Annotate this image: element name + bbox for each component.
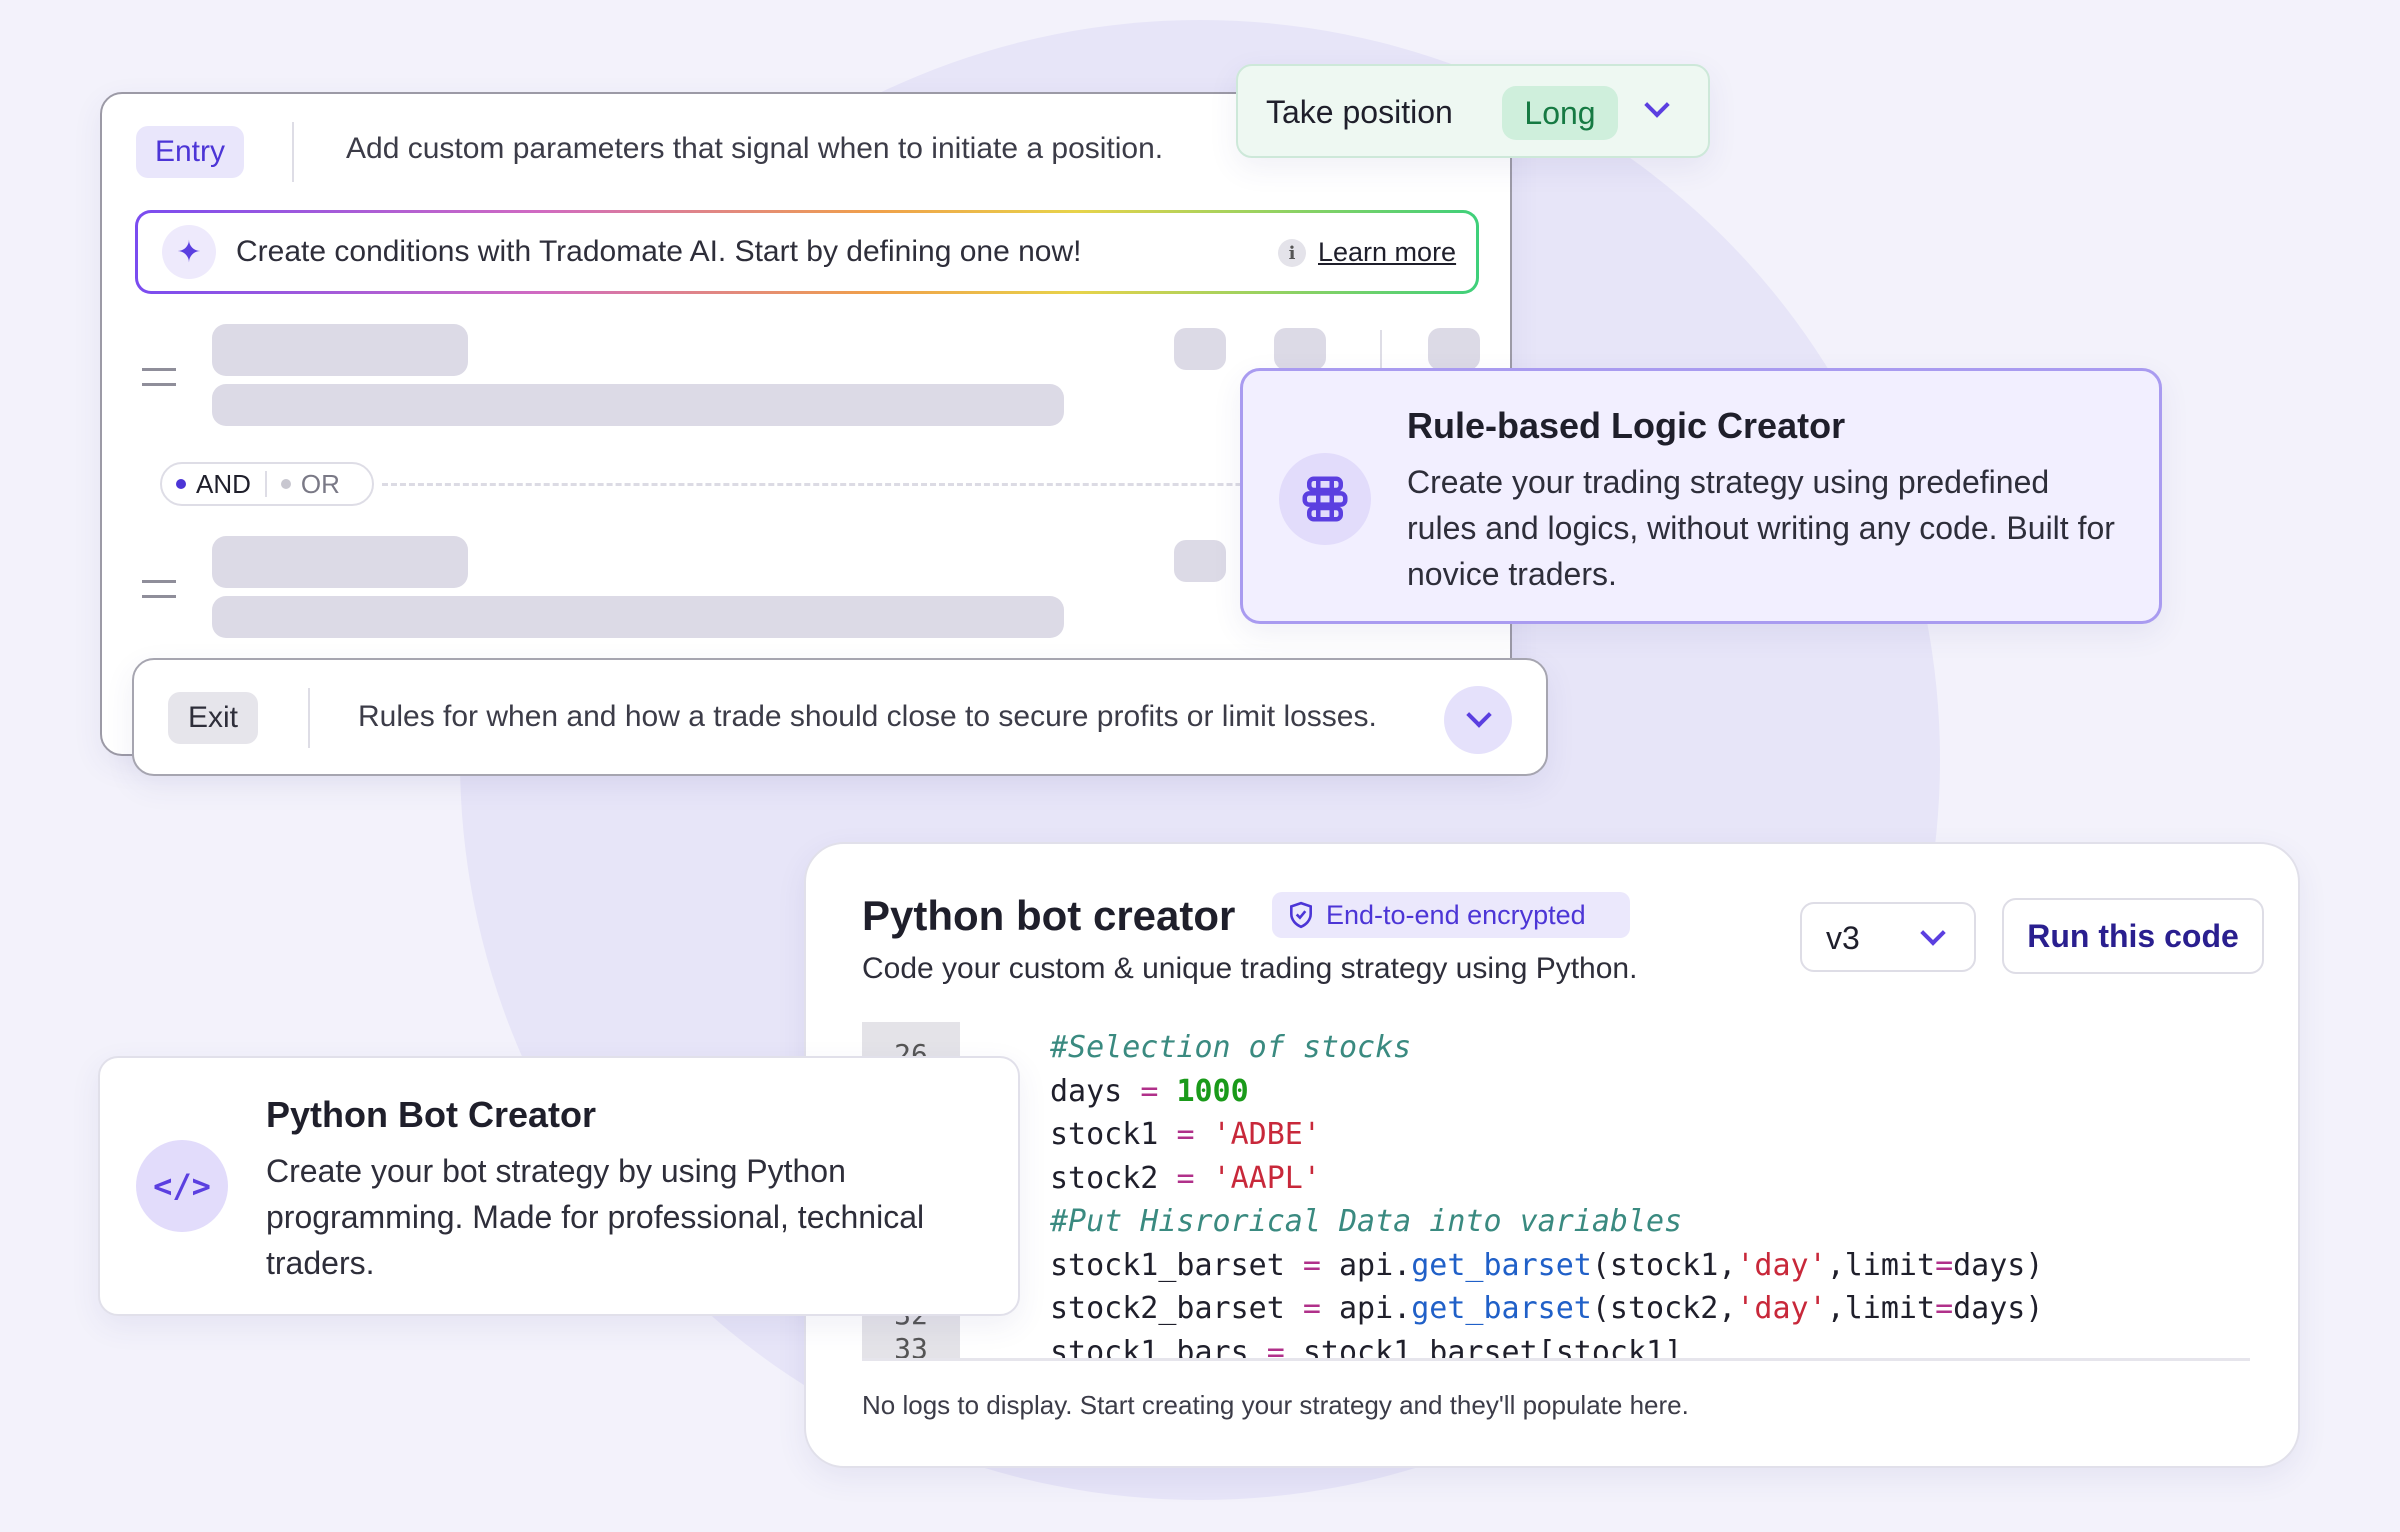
entry-description: Add custom parameters that signal when t… xyxy=(346,132,1164,165)
selected-dot-icon xyxy=(176,479,186,489)
python-bot-creator-description: Create your bot strategy by using Python… xyxy=(266,1153,925,1281)
condition-skeleton-body xyxy=(212,384,1064,426)
logic-toggle[interactable]: AND OR xyxy=(160,462,374,506)
entry-divider xyxy=(292,122,294,182)
drag-handle-icon[interactable] xyxy=(142,368,176,386)
exit-description: Rules for when and how a trade should cl… xyxy=(358,700,1377,733)
encryption-badge-label: End-to-end encrypted xyxy=(1326,899,1586,930)
exit-chip: Exit xyxy=(168,692,258,744)
code-icon: </> xyxy=(136,1140,228,1232)
python-editor-title: Python bot creator xyxy=(862,892,1236,939)
chevron-down-icon xyxy=(1466,702,1492,728)
logic-or-option[interactable]: OR xyxy=(267,469,354,500)
version-select[interactable]: v3 xyxy=(1800,902,1976,972)
rule-based-title: Rule-based Logic Creator xyxy=(1407,405,1846,446)
code-editor[interactable]: 26 32 33 #Selection of stocks days = 100… xyxy=(862,1022,2250,1358)
encryption-badge: End-to-end encrypted xyxy=(1272,892,1630,938)
python-bot-creator-title: Python Bot Creator xyxy=(266,1094,597,1135)
run-code-button[interactable]: Run this code xyxy=(2002,898,2264,974)
line-number: 33 xyxy=(894,1332,928,1358)
chevron-down-icon[interactable] xyxy=(1644,92,1670,118)
python-bot-editor-card: Python bot creator End-to-end encrypted … xyxy=(804,842,2300,1468)
rule-based-logic-card: Rule-based Logic Creator Create your tra… xyxy=(1240,368,2162,624)
code-divider xyxy=(862,1358,2250,1361)
exit-card[interactable]: Exit Rules for when and how a trade shou… xyxy=(132,658,1548,776)
logic-and-label: AND xyxy=(196,468,251,499)
entry-chip: Entry xyxy=(136,126,244,178)
take-position-label: Take position xyxy=(1266,94,1453,130)
sparkle-icon: ✦ xyxy=(162,225,216,279)
rule-based-description: Create your trading strategy using prede… xyxy=(1407,464,2115,592)
learn-more-link[interactable]: Learn more xyxy=(1318,237,1457,267)
exit-expand-button[interactable] xyxy=(1444,686,1512,754)
info-icon: i xyxy=(1278,239,1306,267)
condition-action-skeleton xyxy=(1174,540,1226,582)
condition-skeleton-title xyxy=(212,324,468,376)
logic-divider-line xyxy=(382,483,1502,486)
condition-action-skeleton xyxy=(1174,328,1226,370)
ai-banner-text: Create conditions with Tradomate AI. Sta… xyxy=(236,235,1082,268)
logic-or-label: OR xyxy=(300,468,340,499)
take-position-control: Take position Long xyxy=(1236,64,1710,158)
condition-action-skeleton xyxy=(1274,328,1326,370)
logic-and-option[interactable]: AND xyxy=(162,469,265,500)
code-content[interactable]: #Selection of stocks days = 1000 stock1 … xyxy=(1050,1030,2044,1358)
python-bot-creator-card: </> Python Bot Creator Create your bot s… xyxy=(98,1056,1020,1316)
shield-check-icon xyxy=(1290,901,1312,929)
unselected-dot-icon xyxy=(280,479,291,489)
chevron-down-icon xyxy=(1920,920,1946,946)
condition-skeleton-body xyxy=(212,596,1064,638)
drag-handle-icon[interactable] xyxy=(142,580,176,598)
condition-divider xyxy=(1380,330,1382,368)
logic-separator xyxy=(264,471,267,497)
server-stack-icon xyxy=(1279,453,1371,545)
python-editor-subtitle: Code your custom & unique trading strate… xyxy=(862,952,1638,985)
condition-skeleton-title xyxy=(212,536,468,588)
tradomate-ai-banner[interactable]: ✦ Create conditions with Tradomate AI. S… xyxy=(135,210,1479,294)
position-value-pill[interactable]: Long xyxy=(1502,86,1618,140)
condition-action-skeleton xyxy=(1428,328,1480,370)
exit-divider xyxy=(308,688,310,748)
logs-empty-message: No logs to display. Start creating your … xyxy=(862,1390,1689,1420)
version-value: v3 xyxy=(1826,920,1860,956)
